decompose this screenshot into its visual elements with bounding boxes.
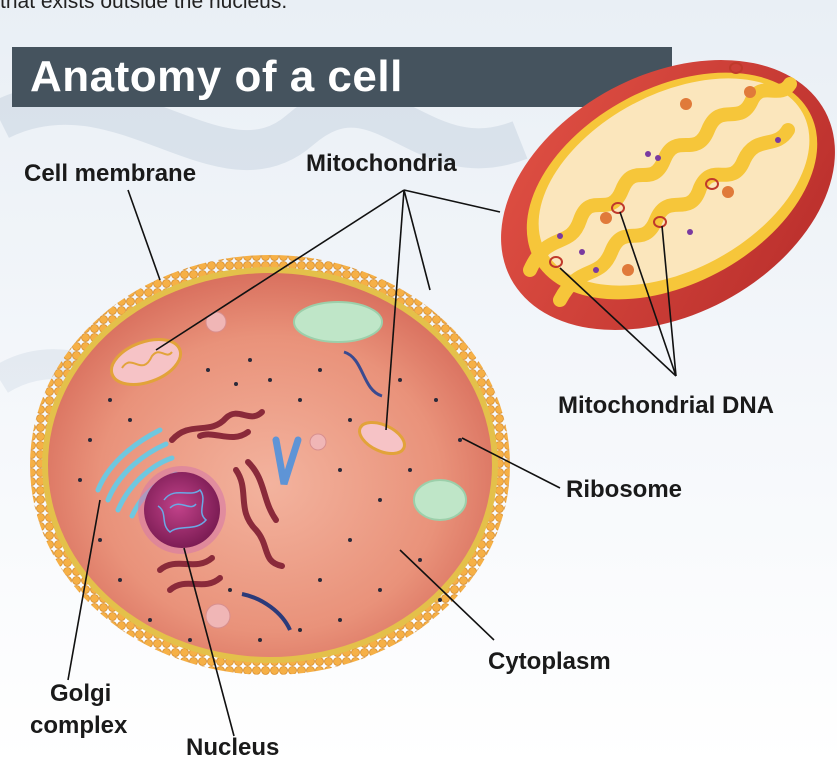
label-cytoplasm: Cytoplasm xyxy=(488,648,611,676)
label-ribosome: Ribosome xyxy=(566,476,682,504)
label-golgi-line1: Golgi xyxy=(50,680,111,708)
nucleus xyxy=(144,472,220,548)
mitochondrion-enlarged xyxy=(454,5,837,384)
label-mitochondrial-dna: Mitochondrial DNA xyxy=(558,392,774,420)
vacuole-right xyxy=(414,480,466,520)
leader-mito-enlarged xyxy=(404,190,500,212)
label-nucleus: Nucleus xyxy=(186,734,279,762)
vesicle-mid xyxy=(310,434,326,450)
leader-mito-short xyxy=(404,190,430,290)
vesicle-bottom xyxy=(206,604,230,628)
vacuole-top xyxy=(294,302,382,342)
label-golgi-line2: complex xyxy=(30,712,127,740)
label-cell-membrane: Cell membrane xyxy=(24,160,196,188)
label-mitochondria: Mitochondria xyxy=(306,150,457,178)
leader-cell-membrane xyxy=(128,190,160,280)
